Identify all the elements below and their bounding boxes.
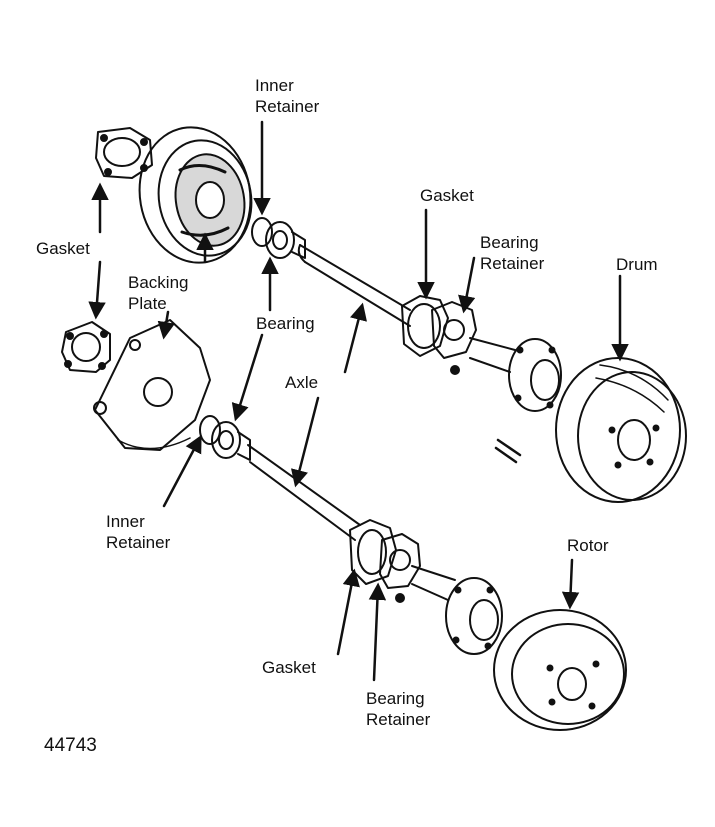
label-rotor: Rotor xyxy=(567,536,609,555)
label-gasket-bottom: Gasket xyxy=(262,658,316,677)
label-axle: Axle xyxy=(285,373,319,392)
lower-gasket-plate xyxy=(61,321,111,373)
figure-number: 44743 xyxy=(44,735,97,756)
upper-backing-plate-with-brakes xyxy=(138,126,253,264)
upper-inner-retainer-bearing xyxy=(251,217,306,259)
lower-axle-hub xyxy=(411,565,503,655)
lower-inner-retainer-bearing xyxy=(199,415,251,461)
label-drum: Drum xyxy=(616,255,658,274)
label-bearing-center: Bearing xyxy=(256,314,315,333)
label-gasket-center: Gasket xyxy=(420,186,474,205)
upper-drum xyxy=(555,357,687,503)
upper-axle-shaft xyxy=(297,244,411,327)
lower-backing-plate xyxy=(93,319,211,451)
wheel-stud xyxy=(494,438,522,464)
lower-axle-shaft xyxy=(247,444,361,541)
leader-arrows xyxy=(88,120,629,682)
lower-gasket-retainer xyxy=(349,519,421,603)
label-gasket-top-left: Gasket xyxy=(36,239,90,258)
lower-rotor xyxy=(493,609,627,731)
upper-gasket-plate xyxy=(95,127,153,179)
upper-axle-hub xyxy=(469,337,562,412)
